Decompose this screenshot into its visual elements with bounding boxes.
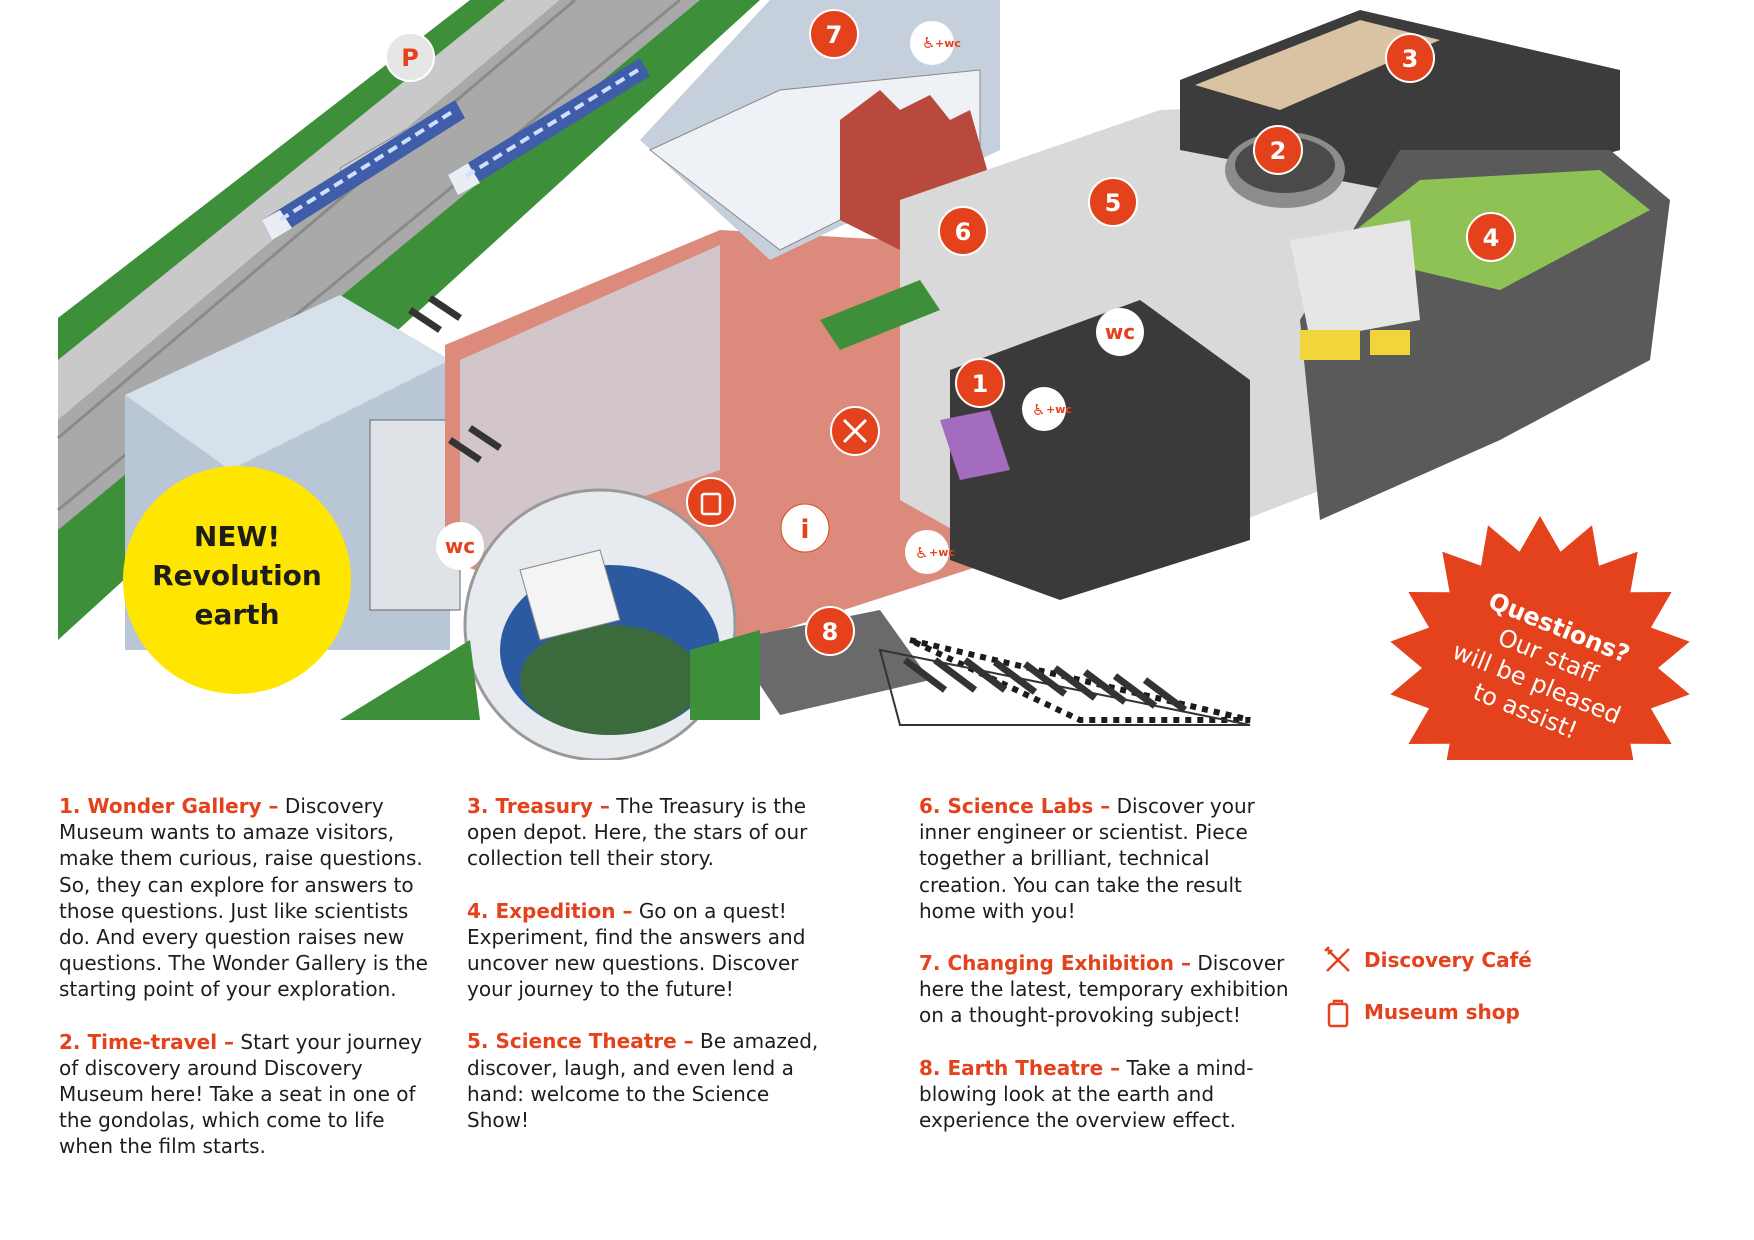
shopping-bag-icon: [1327, 999, 1349, 1028]
exhibit-column-3: 6. Science Labs – Discover your inner en…: [919, 793, 1289, 1159]
marker-4[interactable]: 4: [1466, 212, 1516, 262]
svg-text:Revolution: Revolution: [152, 559, 322, 592]
exhibit-2: 2. Time-travel – Start your journey of d…: [59, 1029, 429, 1160]
questions-starburst: Questions? Our staff will be pleased to …: [1390, 516, 1690, 760]
exhibit-4: 4. Expedition – Go on a quest! Experimen…: [467, 898, 827, 1003]
train-1: [262, 100, 465, 240]
marker-3[interactable]: 3: [1385, 33, 1435, 83]
marker-cafe[interactable]: [830, 406, 880, 456]
exhibit-5-title: 5. Science Theatre –: [467, 1029, 694, 1054]
wheelchair-icon: ♿: [915, 544, 928, 562]
exhibit-5-text: Be amazed, discover, laugh, and even len…: [467, 1029, 819, 1133]
marker-shop[interactable]: [686, 477, 736, 527]
svg-text:3: 3: [1402, 45, 1419, 73]
exhibit-7-title: 7. Changing Exhibition –: [919, 951, 1192, 976]
svg-text:NEW!: NEW!: [194, 520, 280, 553]
marker-1[interactable]: 1: [955, 358, 1005, 408]
marker-wc-right[interactable]: wc: [1096, 308, 1144, 356]
legend-shop: Museum shop: [1322, 996, 1520, 1028]
svg-text:4: 4: [1483, 224, 1500, 252]
marker-5[interactable]: 5: [1088, 177, 1138, 227]
exhibit-1-text: Discovery Museum wants to amaze visitors…: [59, 794, 428, 1002]
exhibit-1: 1. Wonder Gallery – Discovery Museum wan…: [59, 793, 429, 1003]
svg-text:8: 8: [822, 618, 839, 646]
exhibit-4-title: 4. Expedition –: [467, 898, 633, 923]
legend-cafe-label: Discovery Café: [1364, 948, 1532, 972]
svg-text:2: 2: [1270, 137, 1287, 165]
train-2: [448, 58, 650, 195]
svg-text:+wc: +wc: [1046, 403, 1072, 416]
exhibit-8: 8. Earth Theatre – Take a mind-blowing l…: [919, 1055, 1289, 1134]
exhibit-8-title: 8. Earth Theatre –: [919, 1055, 1121, 1080]
legend-shop-label: Museum shop: [1364, 1000, 1520, 1024]
marker-8[interactable]: 8: [805, 606, 855, 656]
exhibit-6-text: Discover your inner engineer or scientis…: [919, 794, 1255, 923]
fork-knife-icon: [842, 418, 868, 444]
exhibit-2-text: Start your journey of discovery around D…: [59, 1029, 423, 1159]
fork-knife-icon: [1324, 946, 1350, 972]
marker-accessible-wc-low[interactable]: ♿ +wc: [905, 530, 955, 574]
marker-6[interactable]: 6: [938, 206, 988, 256]
shopping-bag-icon: [700, 492, 722, 516]
museum-map: P 7 3 2 5 6 4 1 8: [57, 0, 1690, 760]
svg-text:earth: earth: [194, 598, 279, 631]
svg-text:+wc: +wc: [929, 546, 955, 559]
svg-text:7: 7: [826, 21, 843, 49]
exhibit-5: 5. Science Theatre – Be amazed, discover…: [467, 1028, 827, 1133]
exhibit-3-text: The Treasury is the open depot. Here, th…: [467, 794, 808, 871]
marker-info[interactable]: i: [780, 503, 830, 553]
new-exhibit-badge: NEW! Revolution earth: [123, 466, 351, 694]
exhibit-column-1: 1. Wonder Gallery – Discovery Museum wan…: [59, 793, 429, 1186]
exhibit-6: 6. Science Labs – Discover your inner en…: [919, 793, 1289, 924]
exhibit-7-text: Discover here the latest, temporary exhi…: [919, 951, 1289, 1028]
svg-text:wc: wc: [445, 534, 475, 558]
marker-accessible-wc-top[interactable]: ♿ +wc: [910, 21, 961, 65]
legend-cafe: Discovery Café: [1322, 944, 1532, 976]
exhibit-8-text: Take a mind-blowing look at the earth an…: [919, 1055, 1254, 1133]
marker-wc-left[interactable]: wc: [436, 522, 484, 570]
svg-text:1: 1: [972, 370, 989, 398]
marker-7[interactable]: 7: [809, 9, 859, 59]
exhibit-1-title: 1. Wonder Gallery –: [59, 794, 279, 818]
marker-parking[interactable]: P: [385, 32, 435, 82]
svg-text:5: 5: [1105, 189, 1122, 217]
exhibit-3: 3. Treasury – The Treasury is the open d…: [467, 793, 827, 872]
wheelchair-icon: ♿: [1032, 401, 1045, 419]
svg-text:+wc: +wc: [935, 37, 961, 50]
wheelchair-icon: ♿: [922, 34, 935, 52]
parking-icon: P: [401, 44, 419, 72]
exhibit-column-2: 3. Treasury – The Treasury is the open d…: [467, 793, 827, 1159]
exhibit-2-title: 2. Time-travel –: [59, 1029, 235, 1054]
svg-text:wc: wc: [1105, 320, 1135, 344]
svg-text:6: 6: [955, 218, 972, 246]
exhibit-3-title: 3. Treasury –: [467, 794, 610, 818]
exhibit-4-text: Go on a quest! Experiment, find the answ…: [467, 898, 806, 1002]
marker-2[interactable]: 2: [1253, 125, 1303, 175]
exhibit-7: 7. Changing Exhibition – Discover here t…: [919, 950, 1289, 1029]
marker-accessible-wc-mid[interactable]: ♿ +wc: [1022, 387, 1072, 431]
info-icon: i: [801, 515, 810, 545]
exhibit-6-title: 6. Science Labs –: [919, 794, 1111, 818]
